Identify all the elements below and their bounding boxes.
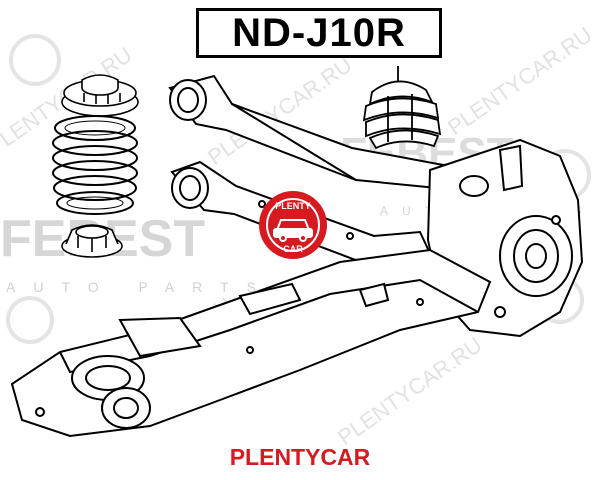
bump-stop-icon xyxy=(362,66,442,150)
watermark-tagline-left: AUTO PARTS xyxy=(6,279,274,295)
brand-caption: PLENTYCAR xyxy=(229,444,371,470)
seal-ring xyxy=(266,198,320,252)
seal-bottom-text: CAR xyxy=(283,244,303,254)
coil-spring-icon xyxy=(52,115,138,215)
seal-outer xyxy=(259,191,327,259)
seal-top-text: PLENTY xyxy=(275,201,311,211)
rear-beam xyxy=(10,248,492,438)
watermark-site-3: PLENTYCAR.RU xyxy=(443,22,597,140)
spring-seat-icon xyxy=(61,224,123,258)
part-number-box: ND-J10R xyxy=(196,8,442,58)
watermark-site-5: PLENTYCAR.RU xyxy=(333,332,487,450)
part-number: ND-J10R xyxy=(232,10,406,55)
car-icon xyxy=(273,219,313,242)
plentycar-seal-logo: PLENTY CAR xyxy=(259,191,327,259)
upper-spring-seat xyxy=(61,74,139,117)
